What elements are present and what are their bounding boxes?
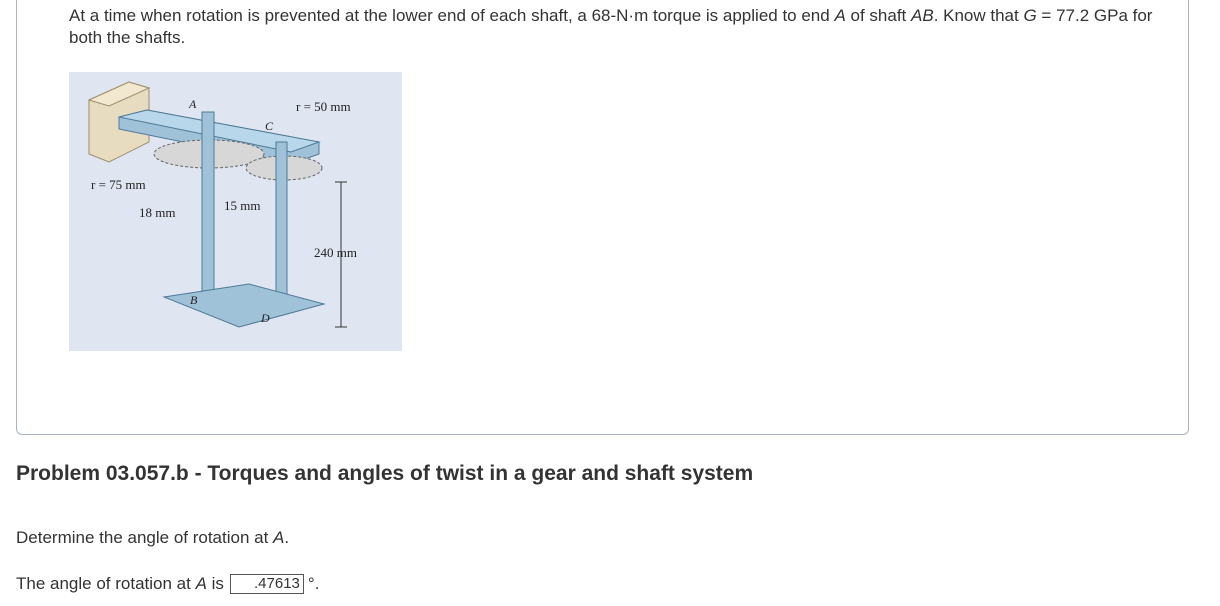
label-c: C	[265, 119, 274, 133]
diameter-15-label: 15 mm	[224, 198, 260, 213]
label-a: A	[188, 97, 197, 111]
gear-shaft-figure: A C B D r = 50 mm r = 75 mm 18 mm 15 mm …	[69, 72, 402, 351]
diameter-18-label: 18 mm	[139, 205, 175, 220]
question-text: Determine the angle of rotation at A.	[16, 528, 290, 547]
answer-unit: °.	[307, 574, 320, 593]
radius-small-label: r = 50 mm	[296, 99, 351, 114]
label-b: B	[190, 293, 198, 307]
radius-large-label: r = 75 mm	[91, 177, 146, 192]
answer-input[interactable]: .47613	[229, 574, 304, 594]
length-240-label: 240 mm	[314, 245, 357, 260]
gear-shaft-diagram: A C B D r = 50 mm r = 75 mm 18 mm 15 mm …	[87, 81, 357, 328]
label-d: D	[260, 311, 270, 325]
problem-title: Problem 03.057.b - Torques and angles of…	[16, 462, 754, 485]
problem-statement: At a time when rotation is prevented at …	[69, 6, 1153, 47]
problem-statement-panel	[16, 0, 1189, 435]
answer-prefix: The angle of rotation at A is	[16, 574, 224, 593]
answer-row: The angle of rotation at A is .47613 °.	[16, 574, 319, 594]
